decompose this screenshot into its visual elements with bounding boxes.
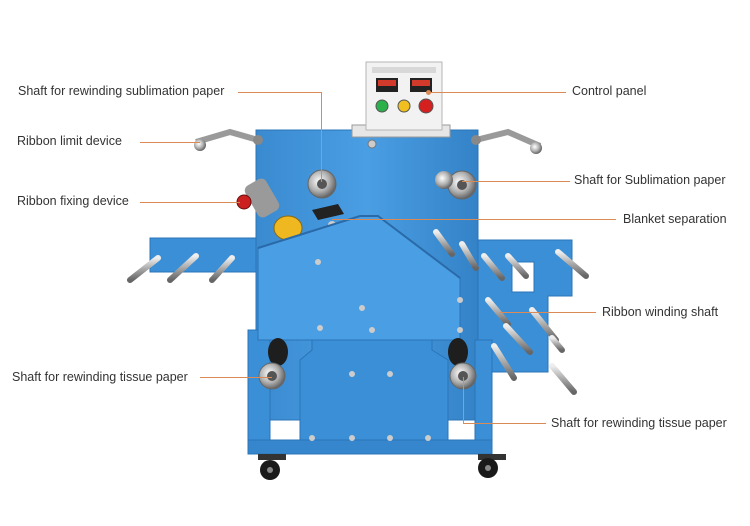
leader-control-panel — [428, 92, 566, 93]
leader-shaft-sublimation — [462, 181, 570, 182]
leader-rewinding-sublimation — [238, 92, 322, 93]
label-ribbon-winding-shaft: Ribbon winding shaft — [602, 305, 719, 319]
label-blanket-separation: Blanket separation — [623, 212, 727, 226]
red-button — [418, 98, 434, 114]
leader-tissue-right-vertical — [463, 377, 464, 424]
label-ribbon-limit-device: Ribbon limit device — [17, 134, 122, 148]
label-shaft-rewinding-sublimation: Shaft for rewinding sublimation paper — [18, 84, 225, 98]
leader-tissue-right-horizontal — [463, 423, 546, 424]
leader-tissue-left — [200, 377, 272, 378]
leader-ribbon-limit — [140, 142, 200, 143]
yellow-button — [397, 99, 411, 113]
label-shaft-tissue-left: Shaft for rewinding tissue paper — [12, 370, 188, 384]
left-rods — [127, 253, 235, 283]
caster-wheels — [258, 454, 506, 480]
leader-ribbon-fixing — [140, 202, 240, 203]
label-shaft-tissue-right: Shaft for rewinding tissue paper — [551, 416, 727, 430]
label-control-panel: Control panel — [572, 84, 647, 98]
green-button — [375, 99, 389, 113]
right-rods — [433, 229, 589, 395]
leader-control-panel-dot — [426, 90, 431, 95]
control-panel-box — [365, 61, 443, 131]
left-feed-plate — [149, 237, 261, 273]
leader-rewinding-sublimation-vertical — [321, 92, 322, 182]
leader-blanket-separation — [332, 219, 616, 220]
label-shaft-sublimation: Shaft for Sublimation paper — [574, 173, 726, 187]
label-ribbon-fixing-device: Ribbon fixing device — [17, 194, 129, 208]
leader-ribbon-winding — [500, 312, 596, 313]
